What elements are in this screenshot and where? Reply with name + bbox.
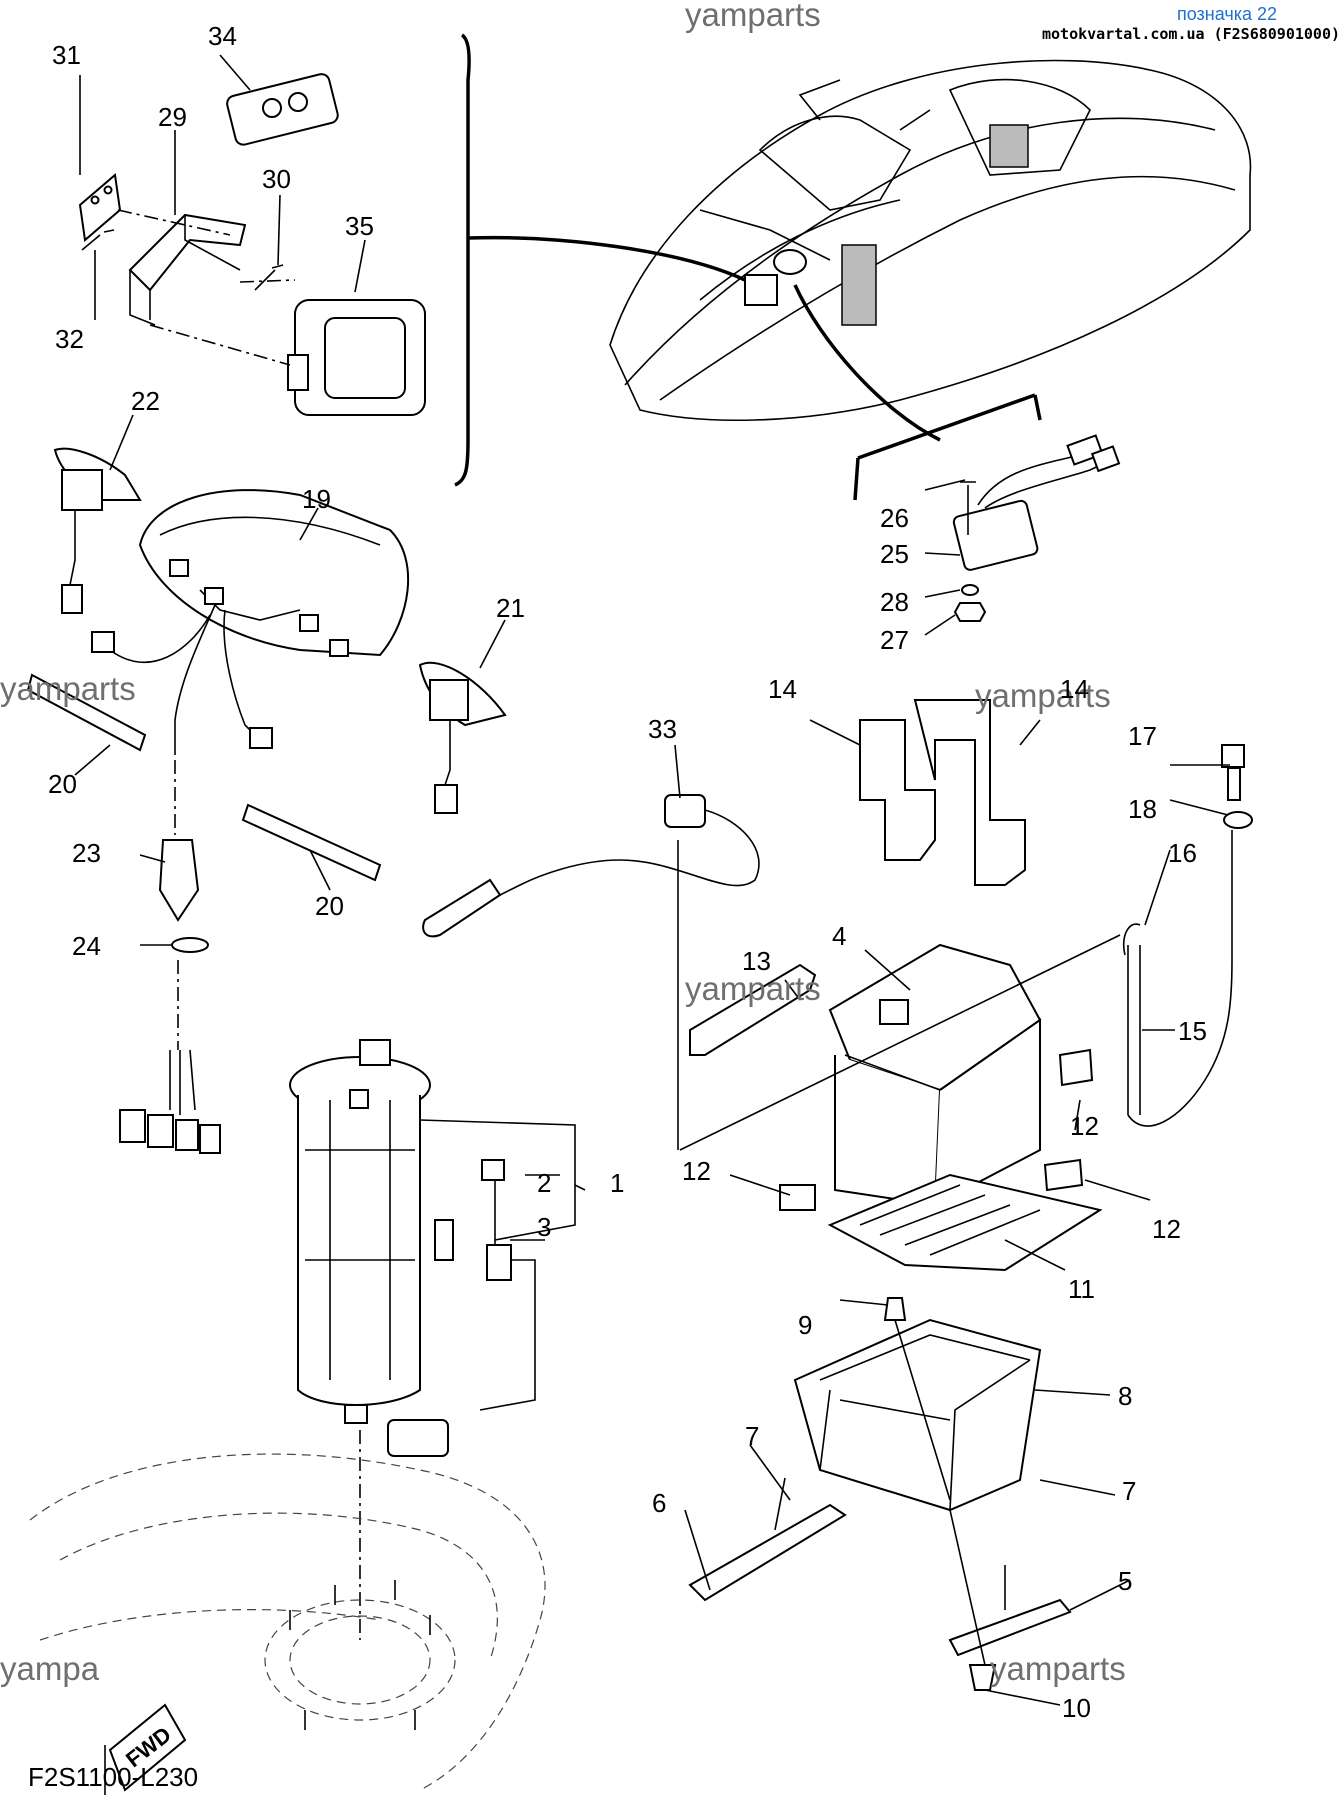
watermark: yamparts bbox=[685, 970, 821, 1007]
control-box-group bbox=[952, 434, 1121, 622]
callout-8: 8 bbox=[1118, 1381, 1132, 1411]
watermark: yampa bbox=[0, 1650, 100, 1687]
callout-31: 31 bbox=[52, 40, 81, 70]
callout-4: 4 bbox=[832, 921, 846, 951]
callout-5: 5 bbox=[1118, 1566, 1132, 1596]
callout-35: 35 bbox=[345, 211, 374, 241]
watercraft-illustration bbox=[467, 59, 1252, 501]
callout-25: 25 bbox=[880, 539, 909, 569]
leader-lines bbox=[74, 54, 1230, 1706]
callout-12: 12 bbox=[682, 1156, 711, 1186]
watermark: yamparts bbox=[990, 1650, 1126, 1687]
reference-link[interactable]: позначка 22 bbox=[1176, 4, 1277, 24]
callout-17: 17 bbox=[1128, 721, 1157, 751]
group-bracket bbox=[454, 33, 471, 487]
callout-20: 20 bbox=[48, 769, 77, 799]
callout-14: 14 bbox=[1060, 674, 1089, 704]
fuel-tank-outline bbox=[29, 1453, 546, 1795]
exploded-parts-diagram: yamparts yamparts yamparts yamparts yamp… bbox=[0, 0, 1253, 1795]
callout-9: 9 bbox=[798, 1310, 812, 1340]
callout-7: 7 bbox=[1122, 1476, 1136, 1506]
callout-16: 16 bbox=[1168, 838, 1197, 868]
callout-30: 30 bbox=[262, 164, 291, 194]
callout-6: 6 bbox=[652, 1488, 666, 1518]
callout-14: 14 bbox=[768, 674, 797, 704]
callout-10: 10 bbox=[1062, 1693, 1091, 1723]
watermark: yamparts bbox=[975, 677, 1111, 714]
callout-27: 27 bbox=[880, 625, 909, 655]
fuel-pump-group bbox=[289, 1039, 536, 1640]
site-caption: motokvartal.com.ua (F2S680901000) bbox=[1042, 25, 1340, 43]
callout-7: 7 bbox=[745, 1421, 759, 1451]
immobilizer-group bbox=[78, 73, 426, 416]
callout-3: 3 bbox=[537, 1212, 551, 1242]
callout-11: 11 bbox=[1068, 1274, 1095, 1304]
battery-tray-group bbox=[688, 1297, 1072, 1691]
callout-2: 2 bbox=[537, 1168, 551, 1198]
callout-28: 28 bbox=[880, 587, 909, 617]
watermark: yamparts bbox=[685, 0, 821, 33]
callout-22: 22 bbox=[131, 386, 160, 416]
callout-26: 26 bbox=[880, 503, 909, 533]
callout-labels: 1 2 3 4 5 6 7 7 8 9 10 11 12 12 12 13 14… bbox=[48, 21, 1207, 1723]
callout-12: 12 bbox=[1070, 1111, 1099, 1141]
callout-19: 19 bbox=[302, 484, 331, 514]
callout-13: 13 bbox=[742, 946, 771, 976]
meter-and-switch-group bbox=[26, 447, 507, 1154]
callout-32: 32 bbox=[55, 324, 84, 354]
watermark: yamparts bbox=[0, 670, 136, 707]
diagram-header: позначка 22 motokvartal.com.ua (F2S68090… bbox=[1042, 4, 1340, 56]
callout-29: 29 bbox=[158, 102, 187, 132]
callout-24: 24 bbox=[72, 931, 101, 961]
callout-21: 21 bbox=[496, 593, 525, 623]
callout-34: 34 bbox=[208, 21, 237, 51]
callout-18: 18 bbox=[1128, 794, 1157, 824]
callout-1: 1 bbox=[610, 1168, 624, 1198]
battery-group bbox=[422, 699, 1253, 1272]
callout-12: 12 bbox=[1152, 1214, 1181, 1244]
diagram-code: F2S1100-L230 bbox=[28, 1762, 198, 1792]
callout-33: 33 bbox=[648, 714, 677, 744]
callout-15: 15 bbox=[1178, 1016, 1207, 1046]
callout-23: 23 bbox=[72, 838, 101, 868]
callout-20: 20 bbox=[315, 891, 344, 921]
watermark-layer: yamparts yamparts yamparts yamparts yamp… bbox=[0, 0, 1126, 1687]
